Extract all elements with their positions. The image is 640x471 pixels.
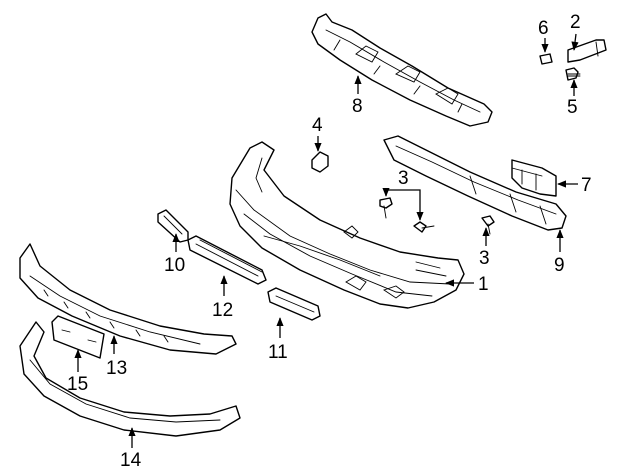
callout-3b: 3 [479, 248, 490, 269]
callout-1: 1 [478, 274, 489, 295]
part-14-lower-deflector [19, 321, 241, 437]
part-4-retainer [311, 151, 329, 173]
callout-2: 2 [570, 12, 581, 33]
part-6-clip [539, 53, 553, 65]
part-3-bolt-c [481, 215, 495, 235]
leader-lines [74, 33, 579, 448]
callout-5: 5 [567, 97, 578, 118]
callout-6: 6 [538, 18, 549, 39]
callout-10: 10 [164, 255, 185, 276]
part-2-bracket [567, 39, 607, 63]
part-12-center-grille [187, 235, 267, 285]
callout-9: 9 [554, 255, 565, 276]
leader-3a-left [382, 187, 403, 197]
part-15-plate-bracket [51, 315, 105, 359]
part-3-bolt-a [379, 197, 393, 219]
part-5-bolt [565, 67, 581, 81]
part-1-bumper-cover [229, 141, 465, 309]
leader-2 [571, 33, 579, 51]
callout-8: 8 [352, 96, 363, 117]
callout-13: 13 [106, 358, 127, 379]
callout-12: 12 [212, 300, 233, 321]
callout-labels: 1 2 3 3 4 5 6 7 8 9 10 11 12 13 14 15 [67, 12, 592, 471]
part-7-side-bracket [511, 159, 557, 197]
callout-14: 14 [120, 450, 142, 471]
callout-7: 7 [581, 175, 592, 196]
leader-3a-right [403, 189, 424, 221]
callout-11: 11 [268, 342, 288, 363]
part-9-reinforcement [383, 135, 567, 231]
part-8-upper-support [311, 13, 493, 127]
part-3-bolt-b [413, 221, 435, 233]
callout-3a: 3 [398, 168, 409, 189]
callout-4: 4 [312, 115, 323, 136]
part-11-side-grille [267, 287, 321, 321]
callout-15: 15 [67, 374, 88, 395]
part-13-valance [19, 243, 237, 355]
part-10-grille [157, 209, 189, 243]
